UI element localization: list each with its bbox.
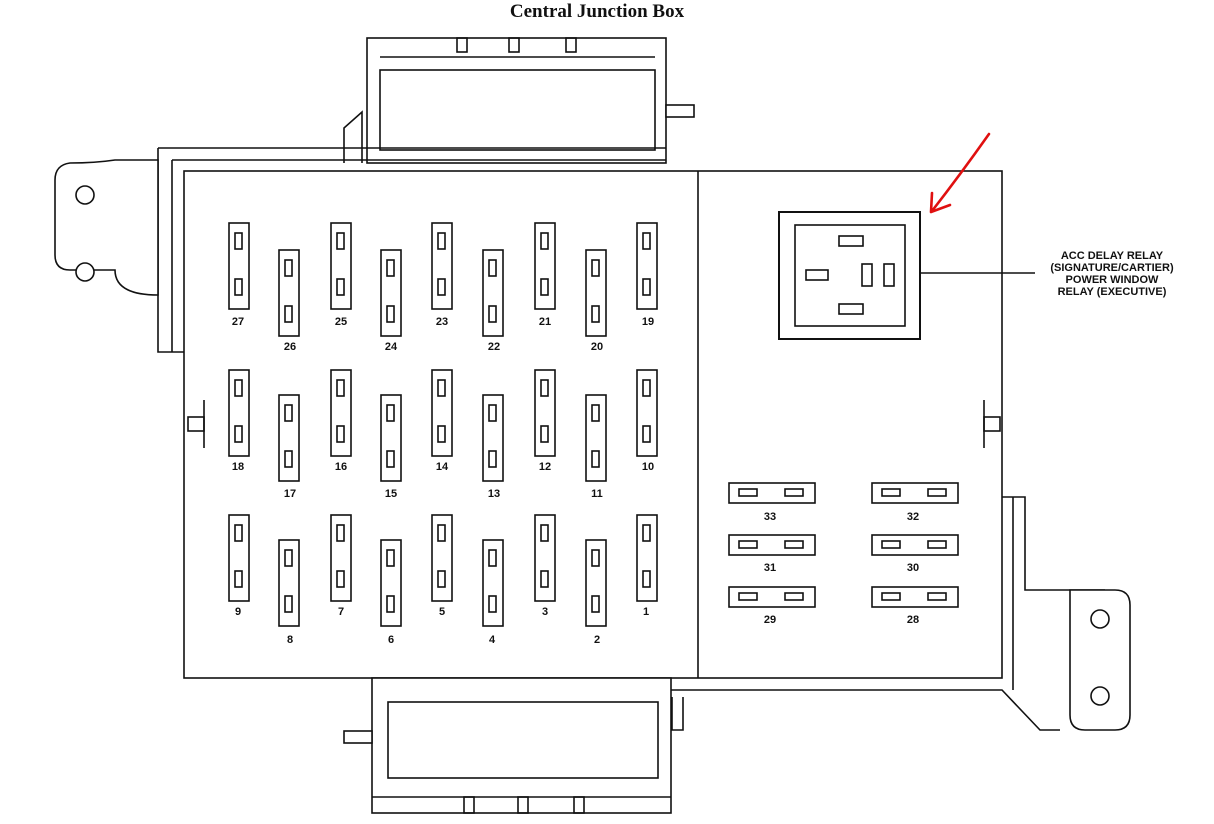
fuse[interactable]: 12 [534, 369, 556, 473]
fuse-label: 14 [436, 461, 449, 473]
fuse-label: 26 [284, 341, 296, 353]
fuse-label: 21 [539, 316, 551, 328]
fuse-label: 30 [907, 562, 919, 574]
fuse[interactable]: 1 [636, 514, 658, 618]
mounting-hole-icon [75, 185, 95, 205]
fuse[interactable]: 17 [278, 394, 300, 500]
fuse-label: 15 [385, 488, 397, 500]
fuse[interactable]: 18 [228, 369, 250, 473]
fuse[interactable]: 5 [431, 514, 453, 618]
relay-label-line: RELAY (EXECUTIVE) [1058, 286, 1167, 298]
fuse[interactable]: 8 [278, 539, 300, 646]
fuse-label: 20 [591, 341, 603, 353]
mounting-hole-icon [1090, 609, 1110, 629]
fuse-label: 6 [388, 634, 394, 646]
fuse-label: 33 [764, 511, 776, 523]
lower-connector-housing [343, 677, 684, 814]
fuse-label: 10 [642, 461, 654, 473]
fuse[interactable]: 23 [431, 222, 453, 328]
mounting-bracket-right [372, 496, 1131, 731]
fuse[interactable]: 19 [636, 222, 658, 328]
fuse[interactable]: 31 [728, 534, 816, 574]
fuse-label: 9 [235, 606, 241, 618]
fuse[interactable]: 21 [534, 222, 556, 328]
fuse-label: 4 [489, 634, 496, 646]
fuse-label: 23 [436, 316, 448, 328]
fuse[interactable]: 11 [585, 394, 607, 500]
fuse-label: 12 [539, 461, 551, 473]
fuse-label: 24 [385, 341, 398, 353]
fuse-grid: 27 25 23 21 19 26 [228, 222, 658, 646]
fuse[interactable]: 6 [380, 539, 402, 646]
fuse[interactable]: 30 [871, 534, 959, 574]
diagram-title: Central Junction Box [510, 1, 685, 22]
horizontal-fuse-group: 33 31 29 32 30 28 [728, 482, 959, 626]
fuse[interactable]: 15 [380, 394, 402, 500]
fuse-label: 7 [338, 606, 344, 618]
fuse[interactable]: 32 [871, 482, 959, 523]
fuse-label: 13 [488, 488, 500, 500]
fuse[interactable]: 14 [431, 369, 453, 473]
fuse-label: 22 [488, 341, 500, 353]
relay-label: ACC DELAY RELAY (SIGNATURE/CARTIER) POWE… [1050, 250, 1174, 298]
fuse[interactable]: 3 [534, 514, 556, 618]
fuse[interactable]: 7 [330, 514, 352, 618]
fuse[interactable]: 28 [871, 586, 959, 626]
mounting-bracket-left [54, 147, 666, 353]
relay-label-line: (SIGNATURE/CARTIER) [1050, 262, 1174, 274]
fuse[interactable]: 10 [636, 369, 658, 473]
mounting-hole-icon [75, 262, 95, 282]
fuse[interactable]: 2 [585, 539, 607, 646]
fuse-label: 3 [542, 606, 548, 618]
fuse[interactable]: 9 [228, 514, 250, 618]
fuse[interactable]: 22 [482, 249, 504, 353]
fuse[interactable]: 25 [330, 222, 352, 328]
fuse-label: 1 [643, 606, 649, 618]
fuse-label: 29 [764, 614, 776, 626]
upper-connector-housing [343, 37, 695, 164]
fuse[interactable]: 4 [482, 539, 504, 646]
fuse-label: 5 [439, 606, 445, 618]
fuse-label: 31 [764, 562, 776, 574]
fuse-label: 17 [284, 488, 296, 500]
annotation-arrow-icon [929, 132, 991, 214]
fuse-label: 8 [287, 634, 293, 646]
fuse-label: 25 [335, 316, 347, 328]
fuse-label: 27 [232, 316, 244, 328]
fuse[interactable]: 24 [380, 249, 402, 353]
fuse[interactable]: 27 [228, 222, 250, 328]
fuse-label: 28 [907, 614, 919, 626]
fuse[interactable]: 16 [330, 369, 352, 473]
fuse[interactable]: 13 [482, 394, 504, 500]
fuse-label: 19 [642, 316, 654, 328]
fuse[interactable]: 26 [278, 249, 300, 353]
mounting-hole-icon [1090, 686, 1110, 706]
relay-label-line: POWER WINDOW [1066, 274, 1159, 286]
fuse[interactable]: 20 [585, 249, 607, 353]
relay-label-line: ACC DELAY RELAY [1061, 250, 1164, 262]
relay[interactable] [778, 211, 1035, 340]
fuse-label: 32 [907, 511, 919, 523]
fuse-label: 16 [335, 461, 347, 473]
fuse[interactable]: 33 [728, 482, 816, 523]
fuse-label: 2 [594, 634, 600, 646]
fuse-label: 18 [232, 461, 244, 473]
fuse-label: 11 [591, 488, 603, 500]
fuse[interactable]: 29 [728, 586, 816, 626]
